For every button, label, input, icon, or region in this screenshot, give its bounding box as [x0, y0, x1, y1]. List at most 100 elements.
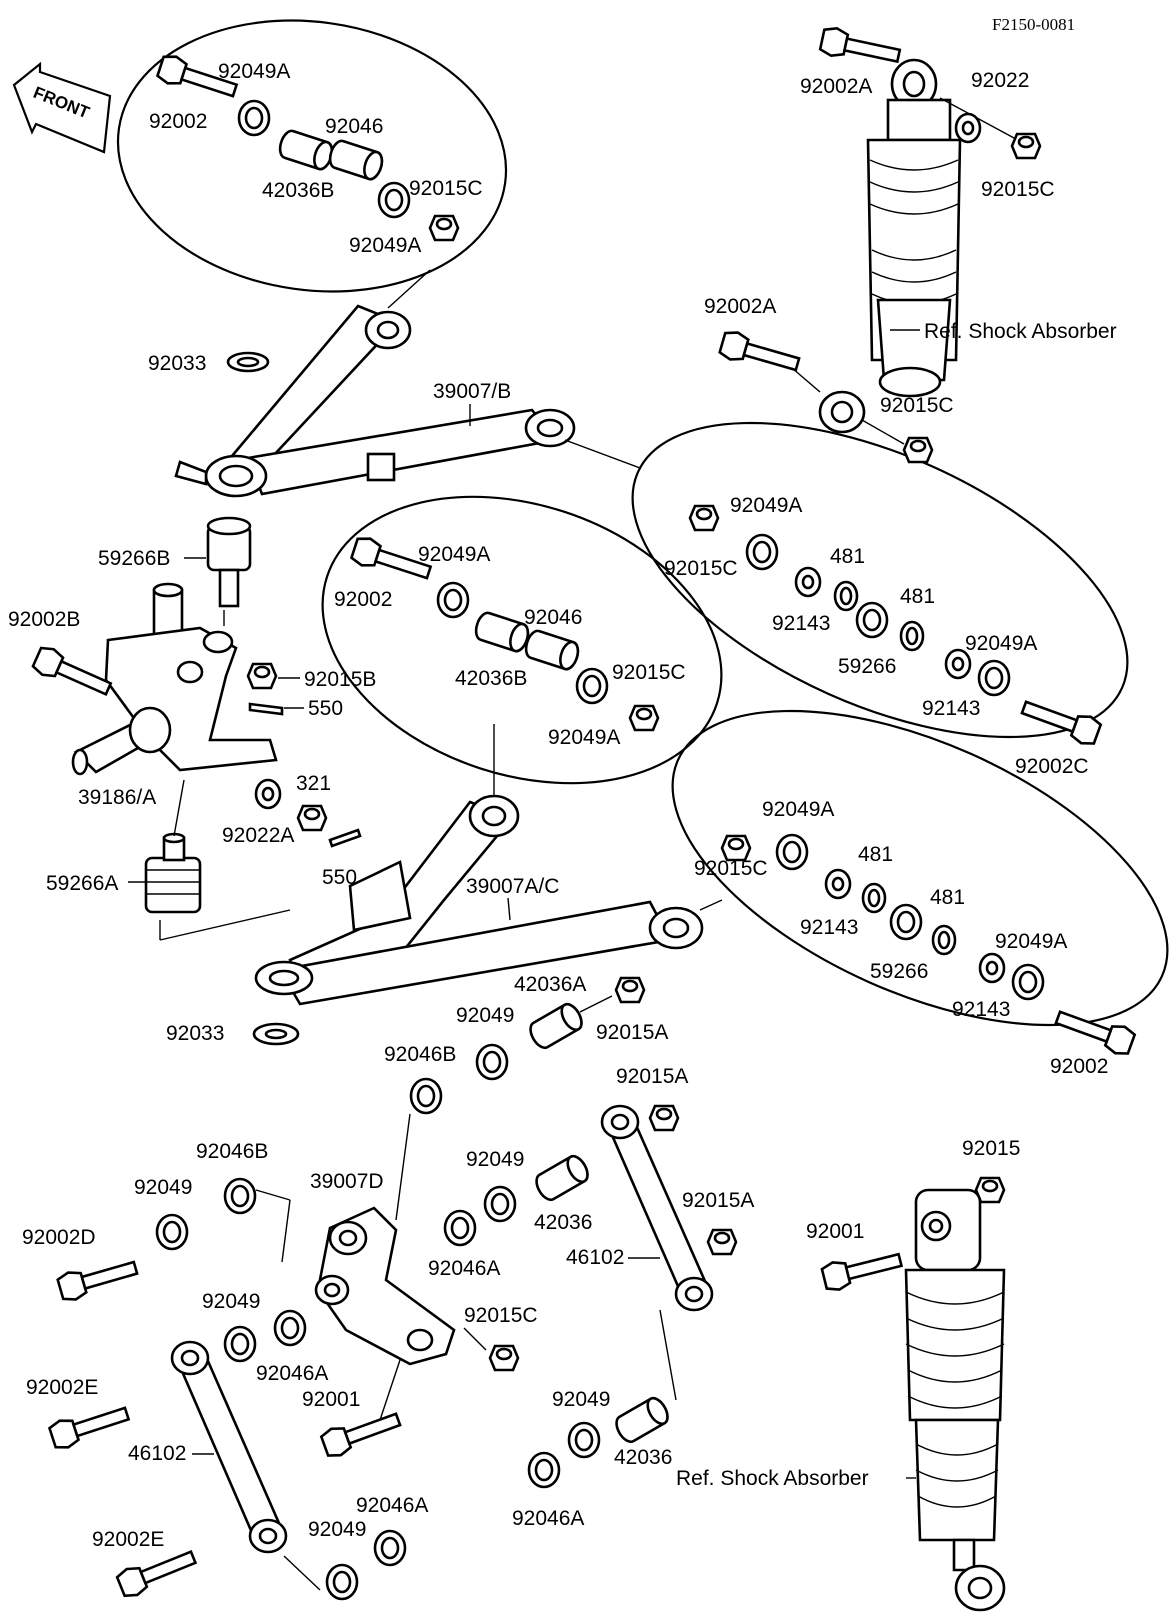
label-knuckle-92002B: 92002B	[8, 608, 80, 631]
label-top-42036B: 42036B	[262, 179, 334, 202]
label-92001-b: 92001	[302, 1388, 360, 1411]
label-ref-shock-bottom: Ref. Shock Absorber	[676, 1467, 869, 1490]
r2-bushing-92049A-b	[1011, 963, 1045, 1001]
bushing-92049-f	[325, 1563, 359, 1601]
label-92046A-b: 92046A	[256, 1362, 328, 1385]
cotter-pin-550-top	[248, 702, 284, 716]
r2-collar-92143-a	[824, 868, 852, 900]
sleeve-92046A-c	[527, 1451, 561, 1489]
castle-nut-321	[296, 804, 328, 832]
label-ball-59266A: 59266A	[46, 872, 118, 895]
exploded-group-right-lower	[671, 709, 1169, 1027]
bolt-92002E-a	[46, 1398, 133, 1453]
r2-collar-92143-b	[978, 952, 1006, 984]
label-r2-92049A-b: 92049A	[995, 930, 1067, 953]
shock-top-bolt-92002A	[818, 24, 903, 71]
bolt-92002E-b	[114, 1542, 200, 1601]
nut-92015A-b	[648, 1104, 680, 1132]
r1-sleeve-59266	[855, 601, 889, 639]
link-rod-46102-right	[600, 1104, 714, 1312]
cotter-pin-550-bottom	[328, 828, 362, 848]
bushing-92049-c	[155, 1213, 189, 1251]
r2-ring-481-b	[931, 924, 957, 956]
label-42036-a: 42036	[534, 1211, 592, 1234]
label-shock-92015C-top: 92015C	[981, 178, 1055, 201]
steering-knuckle-39186A	[71, 582, 278, 776]
knuckle-bolt-92002B	[30, 643, 116, 703]
label-r1-481-a: 481	[830, 545, 865, 568]
mid-bushing-92049A-b	[575, 667, 609, 705]
label-42036-b: 42036	[614, 1446, 672, 1469]
label-46102-b: 46102	[128, 1442, 186, 1465]
label-arm-39007AC: 39007A/C	[466, 875, 559, 898]
r1-collar-92143-a	[794, 566, 822, 598]
label-92046B-b: 92046B	[196, 1140, 268, 1163]
shock-nut-92015C-mid	[902, 436, 934, 464]
label-r1-92049A-b: 92049A	[965, 632, 1037, 655]
shock-absorber-top	[818, 58, 962, 434]
label-mid-bolt: 92002	[334, 588, 392, 611]
label-r1-59266: 59266	[838, 655, 896, 678]
label-r1-92143-b: 92143	[922, 697, 980, 720]
label-washer-92022A: 92022A	[222, 824, 294, 847]
r2-bushing-92049A	[775, 833, 809, 871]
label-92049-e: 92049	[552, 1388, 610, 1411]
label-r2-481-b: 481	[930, 886, 965, 909]
label-ref-shock-top: Ref. Shock Absorber	[924, 320, 1117, 343]
sleeve-92046A-d	[373, 1529, 407, 1567]
diagram-code: F2150-0081	[992, 15, 1075, 34]
label-92015A-c: 92015A	[682, 1189, 754, 1212]
label-r2-92002: 92002	[1050, 1055, 1108, 1078]
sleeve-92046B-a	[409, 1077, 443, 1115]
bolt-92001-a	[819, 1245, 905, 1294]
label-92001-a: 92001	[806, 1220, 864, 1243]
r1-ring-481-b	[899, 620, 925, 652]
label-92015A-a: 92015A	[596, 1021, 668, 1044]
knuckle-nut-92015B	[246, 662, 278, 690]
label-r2-481-a: 481	[858, 843, 893, 866]
label-46102-a: 46102	[566, 1246, 624, 1269]
label-mid-92015C: 92015C	[612, 661, 686, 684]
label-92049-f: 92049	[308, 1518, 366, 1541]
top-nut-92015C	[428, 214, 460, 242]
mid-sleeve-42036B	[471, 609, 533, 655]
label-92046A-c: 92046A	[512, 1507, 584, 1530]
label-mid-92049A-b: 92049A	[548, 726, 620, 749]
label-92049-a: 92049	[456, 1004, 514, 1027]
bushing-92049-a	[475, 1043, 509, 1081]
label-r1-481-b: 481	[900, 585, 935, 608]
label-39007D: 39007D	[310, 1170, 384, 1193]
label-r2-92015C: 92015C	[694, 857, 768, 880]
washer-92022A	[254, 778, 282, 810]
nut-92015C-link	[488, 1344, 520, 1372]
label-ball-59266B: 59266B	[98, 547, 170, 570]
label-top-92049A: 92049A	[218, 60, 290, 83]
label-mid-92046: 92046	[524, 606, 582, 629]
sleeve-42036A	[525, 999, 587, 1053]
bolt-92001-b	[318, 1404, 405, 1461]
sleeve-42036-a	[531, 1151, 593, 1205]
front-arrow: FRONT	[12, 61, 112, 154]
label-mid-92049A: 92049A	[418, 543, 490, 566]
label-shock-92022: 92022	[971, 69, 1029, 92]
label-92049-b: 92049	[466, 1148, 524, 1171]
link-rod-46102-left	[170, 1340, 288, 1554]
label-shock-92002A-top: 92002A	[800, 75, 872, 98]
shock-mid-bolt-92002A	[717, 327, 803, 379]
label-top-92015C: 92015C	[409, 177, 483, 200]
bushing-92049-d	[223, 1325, 257, 1363]
sleeve-92046A-a	[443, 1209, 477, 1247]
mid-bushing-92049A	[436, 581, 470, 619]
label-knuckle-39186A: 39186/A	[78, 786, 156, 809]
mid-sleeve-92046	[521, 627, 583, 673]
label-92015C-link: 92015C	[464, 1304, 538, 1327]
r1-bushing-92049A	[745, 533, 779, 571]
r2-ring-481-a	[861, 882, 887, 914]
label-top-bolt: 92002	[149, 110, 207, 133]
label-r1-92143-a: 92143	[772, 612, 830, 635]
label-top-92046: 92046	[325, 115, 383, 138]
exploded-group-top	[116, 19, 508, 293]
label-nut-321: 321	[296, 772, 331, 795]
sleeve-92046A-b	[273, 1309, 307, 1347]
